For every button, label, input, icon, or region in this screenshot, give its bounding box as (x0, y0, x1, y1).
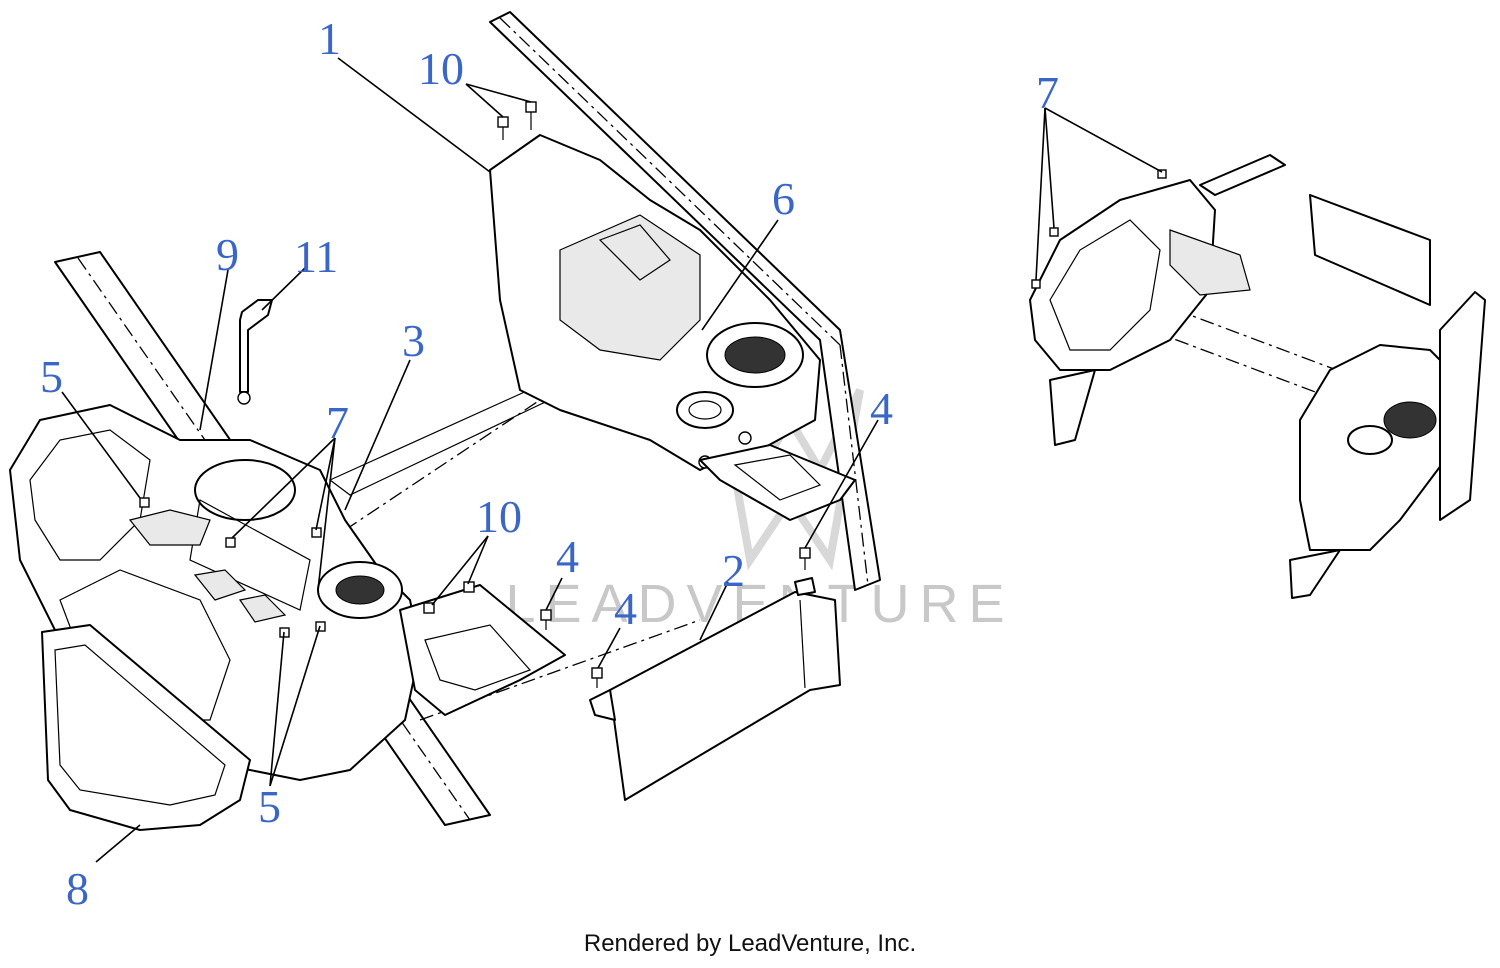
part-2-side-panel (589, 577, 841, 801)
bolt-10c (423, 602, 435, 614)
bolt-10a (497, 116, 509, 140)
footer-credit: Rendered by LeadVenture, Inc. (583, 930, 917, 957)
inset-bolt-2 (1049, 227, 1059, 237)
callout-6: 6 (772, 173, 795, 224)
callout-10a: 10 (418, 43, 464, 94)
bolt-7a (225, 537, 236, 548)
callout-4a: 4 (556, 531, 579, 582)
footplate-left (399, 584, 566, 716)
frame-rail-right (489, 11, 881, 591)
callout-9: 9 (216, 229, 239, 280)
leader-lines (61, 57, 1163, 863)
callout-7a: 7 (326, 397, 349, 448)
part-6-panel (699, 444, 856, 521)
part-1-right-fender (489, 134, 821, 471)
part-11-tube (237, 299, 273, 405)
bolt-5a (139, 497, 150, 508)
callout-5a: 5 (40, 351, 63, 402)
inset-assembly (1029, 154, 1486, 599)
callout-7b: 7 (1036, 67, 1059, 118)
callout-5b: 5 (258, 781, 281, 832)
part-8-front-panel (41, 624, 251, 831)
watermark: LEADVENTURE (505, 388, 1005, 634)
bolt-10b (525, 101, 537, 130)
callout-2: 2 (722, 545, 745, 596)
callout-1: 1 (318, 13, 341, 64)
callout-labels: 1 10 6 9 11 3 5 7 10 4 4 4 2 5 8 7 (40, 13, 1059, 914)
callout-4b: 4 (614, 583, 637, 634)
bolt-4b (591, 667, 603, 688)
callout-11: 11 (294, 231, 338, 282)
callout-3: 3 (402, 315, 425, 366)
callout-10b: 10 (476, 491, 522, 542)
inset-bolt-3 (1031, 279, 1041, 289)
callout-4c: 4 (870, 383, 893, 434)
bolt-4c (799, 547, 811, 570)
callout-8: 8 (66, 863, 89, 914)
inset-bolt-1 (1157, 169, 1167, 179)
